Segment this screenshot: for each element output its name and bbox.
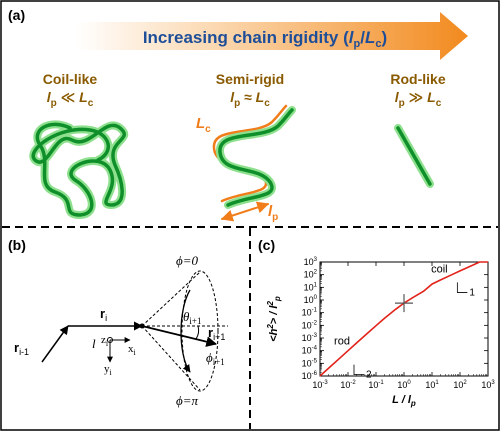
label-phi-top: ϕ=0	[176, 253, 199, 268]
y-tick-label: 100	[304, 295, 318, 305]
bond-vector-next	[141, 325, 218, 347]
semi-rigid-contour-label: Lc	[196, 115, 211, 135]
rigidity-gradient-arrow	[75, 12, 468, 60]
rod-chain-illustration	[394, 124, 434, 188]
slope-value: 2	[366, 370, 372, 381]
annotation-label-coil: coil	[431, 263, 448, 275]
x-axis-label: L / lp	[392, 394, 416, 408]
slope-indicator	[456, 282, 468, 293]
label-x: xi	[128, 343, 137, 357]
x-tick-label: 100	[397, 380, 411, 390]
label-z: zi	[101, 334, 109, 348]
bond-vector-prev	[41, 325, 69, 363]
y-tick-label: 10-3	[302, 333, 318, 343]
label-theta: θi+1	[183, 309, 201, 326]
regime-relation-coil: lp ≪ Lc	[47, 89, 94, 109]
regime-relation-rod: lp ≫ Lc	[395, 89, 442, 109]
slope-indicator	[353, 364, 364, 376]
label-phi-mid: ϕi+1	[206, 350, 225, 367]
panel-label-c: (c)	[258, 237, 275, 253]
regime-title-rod: Rod-like	[390, 71, 445, 87]
chain-model-labels: ri-1 ri ri+1 θi+1 ϕ=0 ϕi+1 ϕ=π l zi xi y…	[14, 253, 225, 408]
label-r-i: ri	[100, 306, 107, 323]
slope-value: 1	[469, 287, 475, 298]
rotation-cone-ellipse	[181, 270, 219, 392]
regime-title-coil: Coil-like	[43, 71, 98, 87]
x-tick-label: 102	[453, 380, 467, 390]
x-tick-label: 101	[425, 380, 439, 390]
chain-model-diagram	[41, 270, 228, 392]
y-tick-label: 10-1	[302, 308, 318, 318]
panel-label-a: (a)	[8, 7, 25, 23]
plot-frame	[319, 261, 489, 377]
regime-relation-semi-rigid: lp ≈ Lc	[230, 89, 270, 109]
label-phi-bot: ϕ=π	[176, 393, 199, 408]
x-tick-label: 103	[481, 380, 495, 390]
banner-title: Increasing chain rigidity (lp/Lc)	[143, 28, 387, 50]
regime-semi-rigid: Semi-rigid lp ≈ Lc	[216, 71, 284, 109]
rotation-arc	[180, 289, 191, 373]
y-tick-label: 10-5	[302, 358, 318, 368]
x-tick-label: 10-2	[340, 380, 356, 390]
semi-rigid-chain-illustration	[212, 104, 296, 222]
x-tick-label: 10-1	[368, 380, 384, 390]
y-tick-label: 102	[304, 270, 318, 280]
y-tick-label: 10-6	[302, 371, 318, 381]
regime-coil: Coil-like lp ≪ Lc	[43, 71, 98, 109]
label-y: yi	[104, 363, 113, 377]
regime-rod: Rod-like lp ≫ Lc	[390, 71, 445, 109]
y-tick-label: 103	[304, 257, 318, 267]
label-r-prev: ri-1	[14, 340, 29, 357]
coil-chain-illustration	[29, 120, 129, 219]
regime-title-semi-rigid: Semi-rigid	[216, 71, 284, 87]
y-axis-label: <h2> / l2p	[266, 296, 282, 342]
panel-label-b: (b)	[8, 237, 26, 253]
annotation-label-rod: rod	[334, 336, 350, 348]
label-ell: l	[92, 336, 96, 351]
semi-rigid-persistence-label: lp	[268, 203, 278, 223]
persistence-length-arrow	[220, 201, 270, 222]
x-tick-label: 10-3	[312, 380, 328, 390]
wlc-curve	[319, 261, 488, 377]
y-tick-label: 10-4	[302, 346, 318, 356]
label-r-next: ri+1	[208, 325, 225, 342]
scaling-plot: 10-3 10-2 10-1 100 101 102 103 10-6 10-5 10-4 10-3…	[266, 257, 495, 408]
y-tick-label: 10-2	[302, 320, 318, 330]
y-tick-label: 101	[304, 282, 318, 292]
